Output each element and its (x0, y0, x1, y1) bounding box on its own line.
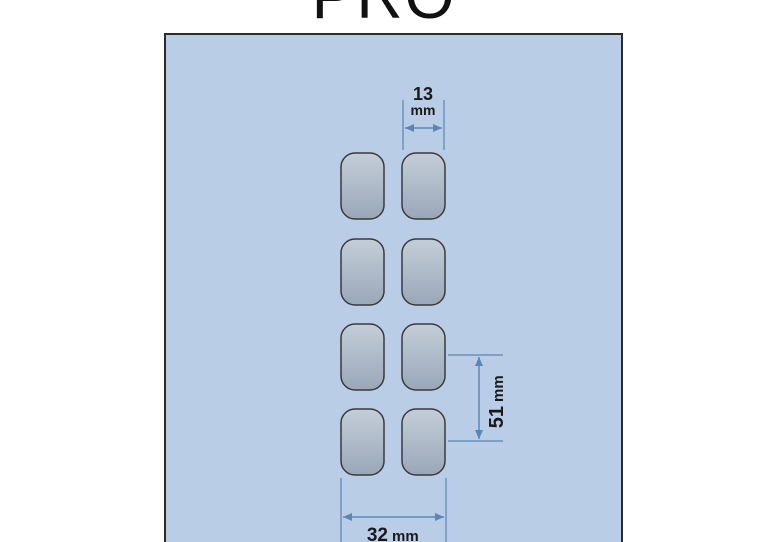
slot-cutout (401, 152, 446, 220)
slot-cutout (340, 152, 385, 220)
slot-cutout (340, 238, 385, 306)
slot-cutout (340, 323, 385, 391)
dimension-value: 51 (486, 406, 508, 428)
vertical-span-dimension: 51 mm (448, 354, 508, 442)
dimension-unit: mm (490, 375, 507, 402)
slot-cutout (340, 408, 385, 476)
slot-width-dimension: 13 mm (402, 84, 445, 150)
mounting-panel (164, 33, 623, 542)
dimension-value: 32 (367, 525, 388, 542)
horizontal-span-dimension: 32 mm (340, 478, 447, 542)
dimension-value: 13 (413, 84, 433, 104)
page-title: PRO (0, 0, 768, 28)
dimension-unit: mm (411, 102, 436, 118)
dimension-unit: mm (392, 528, 419, 542)
slot-cutout (401, 408, 446, 476)
slot-cutout (401, 238, 446, 306)
slot-grid (340, 152, 446, 476)
slot-cutout (401, 323, 446, 391)
